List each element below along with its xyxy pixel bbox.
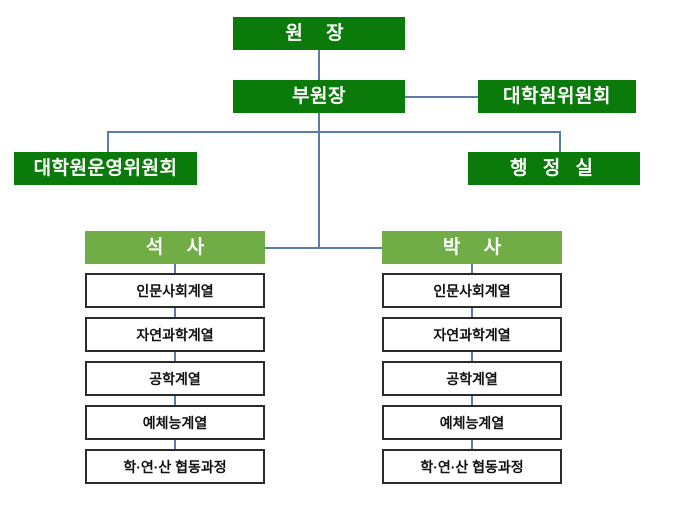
masters-program-item[interactable]: 예체능계열 bbox=[85, 405, 265, 440]
doctorate-program-item[interactable]: 학·연·산 협동과정 bbox=[382, 449, 562, 484]
node-graduate-committee[interactable]: 대학원위원회 bbox=[478, 80, 636, 113]
connector-director-to-vice bbox=[318, 50, 320, 80]
node-masters[interactable]: 석 사 bbox=[85, 231, 265, 264]
node-vice-director[interactable]: 부원장 bbox=[233, 80, 405, 113]
doctorate-program-item[interactable]: 자연과학계열 bbox=[382, 317, 562, 352]
connector-masters-program-4-to-5 bbox=[174, 440, 176, 449]
masters-program-item[interactable]: 공학계열 bbox=[85, 361, 265, 396]
connector-masters-program-1-to-2 bbox=[174, 308, 176, 317]
doctorate-program-item[interactable]: 공학계열 bbox=[382, 361, 562, 396]
connector-masters-program-2-to-3 bbox=[174, 352, 176, 361]
connector-doctorate-program-2-to-3 bbox=[471, 352, 473, 361]
node-graduate-operating-committee[interactable]: 대학원운영위원회 bbox=[14, 152, 197, 185]
node-administrative-office[interactable]: 행 정 실 bbox=[468, 152, 640, 185]
connector-bus-to-operating-committee bbox=[107, 131, 109, 152]
connector-masters-to-program-1 bbox=[174, 264, 176, 273]
connector-doctorate-program-4-to-5 bbox=[471, 440, 473, 449]
doctorate-program-item[interactable]: 예체능계열 bbox=[382, 405, 562, 440]
node-director[interactable]: 원 장 bbox=[233, 17, 405, 50]
connector-bus-horizontal bbox=[107, 131, 561, 133]
connector-spine-to-degrees bbox=[318, 131, 320, 248]
connector-masters-to-doctorate bbox=[265, 247, 384, 249]
doctorate-program-item[interactable]: 인문사회계열 bbox=[382, 273, 562, 308]
connector-doctorate-program-1-to-2 bbox=[471, 308, 473, 317]
connector-masters-program-3-to-4 bbox=[174, 396, 176, 405]
connector-doctorate-program-3-to-4 bbox=[471, 396, 473, 405]
connector-vice-to-graduate-committee bbox=[405, 96, 478, 98]
masters-program-item[interactable]: 인문사회계열 bbox=[85, 273, 265, 308]
node-doctorate[interactable]: 박 사 bbox=[382, 231, 562, 264]
connector-bus-to-admin-office bbox=[559, 131, 561, 152]
connector-doctorate-to-program-1 bbox=[471, 264, 473, 273]
masters-program-item[interactable]: 학·연·산 협동과정 bbox=[85, 449, 265, 484]
masters-program-item[interactable]: 자연과학계열 bbox=[85, 317, 265, 352]
connector-vice-to-bus bbox=[318, 113, 320, 131]
